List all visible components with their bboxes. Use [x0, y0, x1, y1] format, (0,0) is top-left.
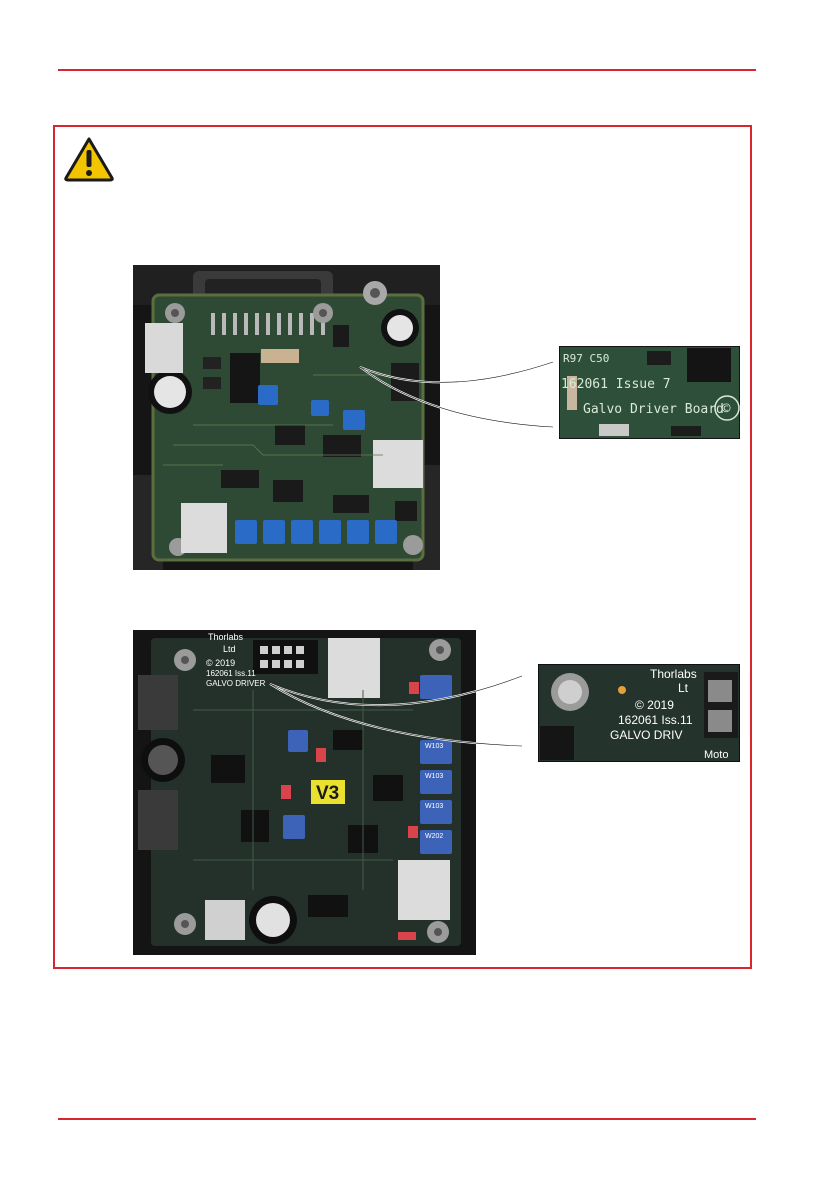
zoom-new-ltd: Lt	[678, 681, 689, 695]
warning-triangle-icon	[63, 136, 115, 182]
v3-badge: V3	[316, 783, 339, 804]
silk-ltd: Ltd	[223, 644, 236, 654]
silk-board-name: GALVO DRIVER	[206, 679, 266, 688]
pot-label-4: W202	[425, 833, 443, 840]
header-rule	[58, 69, 756, 71]
zoom-new-motor: Moto	[704, 749, 728, 761]
zoom-new-board-label: Thorlabs Lt © 2019 162061 Iss.11 GALVO D…	[538, 664, 740, 762]
zoom-old-line-2: 162061 Issue 7	[561, 377, 671, 392]
silk-part-number: 162061 Iss.11	[206, 669, 256, 678]
pot-label-3: W103	[425, 803, 443, 810]
zoom-old-line-3: Galvo Driver Board	[583, 402, 724, 417]
zoom-new-copyright: © 2019	[635, 698, 674, 712]
zoom-old-board-label: © R97 C50 162061 Issue 7 Galvo Driver Bo…	[559, 346, 740, 439]
pot-label-2: W103	[425, 773, 443, 780]
silk-copyright: © 2019	[206, 658, 235, 668]
zoom-new-board-name: GALVO DRIV	[610, 728, 682, 742]
zoom-new-part-number: 162061 Iss.11	[618, 713, 693, 727]
zoom-new-thorlabs: Thorlabs	[650, 667, 697, 681]
zoom-old-line-1: R97 C50	[563, 352, 609, 365]
board-photo-old	[133, 265, 440, 570]
footer-rule	[58, 1118, 756, 1120]
silk-thorlabs: Thorlabs	[208, 632, 244, 642]
board-photo-new: Thorlabs Ltd © 2019 162061 Iss.11 GALVO …	[133, 630, 476, 955]
pot-label-1: W103	[425, 743, 443, 750]
